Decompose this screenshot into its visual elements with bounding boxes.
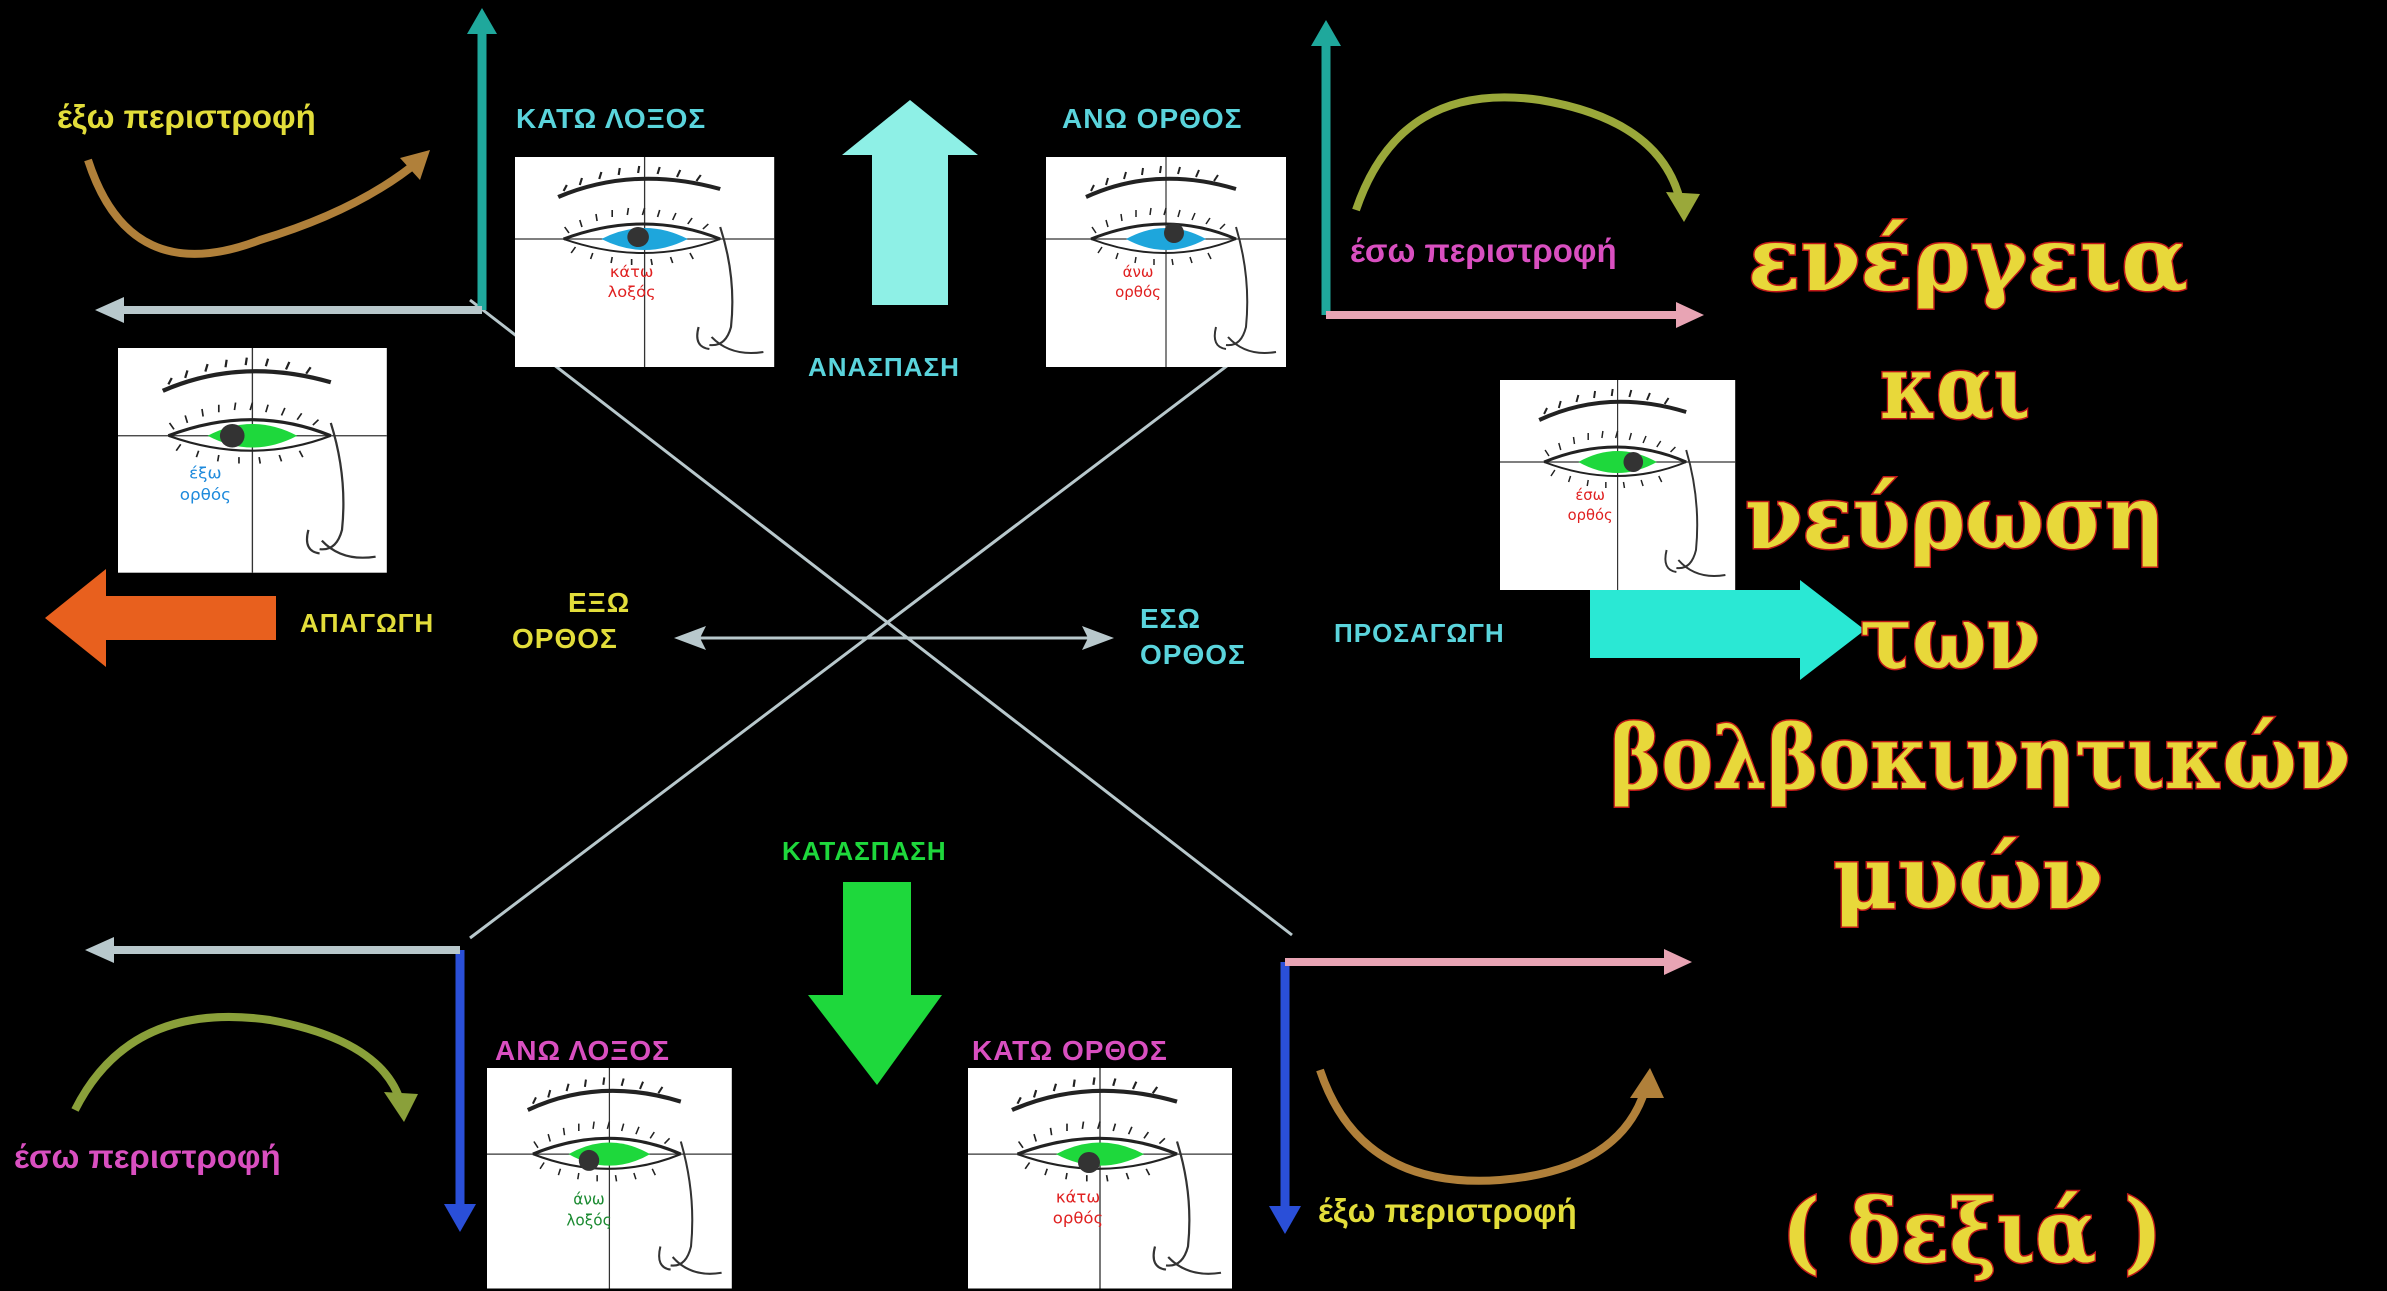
eye-card-inferior-oblique: κάτω λοξός bbox=[515, 157, 774, 367]
eye-card-superior-rectus: άνω ορθός bbox=[1044, 155, 1288, 369]
muscle-label-inferior-rectus: ΚΑΤΩ ΟΡΘΟΣ bbox=[972, 1035, 1168, 1066]
eye-card-label-line2: ορθός bbox=[180, 485, 231, 504]
title-line-6: μυών bbox=[1833, 825, 2103, 929]
eye-card-label-line1: άνω bbox=[1123, 263, 1154, 281]
muscle-label-lateral-rectus-line1: ΕΞΩ bbox=[568, 587, 630, 618]
axis-corner-top-left bbox=[95, 8, 497, 323]
rotation-label-top-right: έσω περιστροφή bbox=[1350, 232, 1617, 269]
muscle-label-medial-rectus-line1: ΕΣΩ bbox=[1140, 603, 1201, 634]
abduction-arrow bbox=[45, 569, 276, 667]
title-line-5: βολβοκινητικών bbox=[1610, 705, 2350, 809]
eye-card-label-line1: έσω bbox=[1575, 486, 1605, 504]
motion-label-elevation: ΑΝΑΣΠΑΣΗ bbox=[808, 352, 960, 382]
eye-card-label-line1: κάτω bbox=[1056, 1188, 1100, 1207]
diagonal-line-ascending bbox=[469, 320, 1286, 940]
axis-corner-bottom-right bbox=[1269, 949, 1692, 1234]
adduction-arrow bbox=[1590, 580, 1865, 680]
muscle-label-superior-rectus: ΑΝΩ ΟΡΘΟΣ bbox=[1062, 103, 1243, 134]
eye-card-label-line1: έξω bbox=[189, 464, 221, 483]
rotation-label-bottom-right: έξω περιστροφή bbox=[1318, 1192, 1577, 1229]
pupil-icon bbox=[1164, 223, 1184, 243]
rotation-label-bottom-left: έσω περιστροφή bbox=[14, 1138, 281, 1175]
rotation-arrow-bottom-left bbox=[71, 1013, 418, 1122]
axis-corner-top-right bbox=[1311, 20, 1704, 328]
muscle-label-superior-oblique: ΑΝΩ ΛΟΞΟΣ bbox=[495, 1035, 670, 1066]
muscle-label-lateral-rectus-line2: ΟΡΘΟΣ bbox=[512, 623, 618, 654]
rotation-arrow-top-left bbox=[84, 150, 430, 258]
eye-card-inferior-rectus: κάτω ορθός bbox=[968, 1068, 1232, 1289]
eye-card-label-line2: λοξός bbox=[608, 284, 656, 301]
motion-label-abduction: ΑΠΑΓΩΓΗ bbox=[300, 608, 434, 638]
muscle-label-inferior-oblique: ΚΑΤΩ ΛΟΞΟΣ bbox=[516, 103, 706, 134]
eye-card-label-line1: άνω bbox=[573, 1190, 604, 1208]
motion-label-adduction: ΠΡΟΣΑΓΩΓΗ bbox=[1334, 618, 1505, 648]
title-line-2: και bbox=[1880, 335, 2030, 439]
rotation-label-top-left: έξω περιστροφή bbox=[57, 98, 316, 135]
pupil-icon bbox=[1078, 1152, 1100, 1173]
eye-card-label-line2: ορθός bbox=[1115, 283, 1161, 301]
eye-card-label-line2: λοξός bbox=[566, 1211, 611, 1229]
axis-corner-bottom-left bbox=[85, 937, 476, 1232]
eye-card-label-line1: κάτω bbox=[610, 264, 654, 281]
muscle-label-medial-rectus-line2: ΟΡΘΟΣ bbox=[1140, 639, 1246, 670]
diagonal-line-descending bbox=[469, 298, 1293, 937]
pupil-icon bbox=[627, 227, 649, 247]
motion-label-depression: ΚΑΤΑΣΠΑΣΗ bbox=[782, 836, 947, 866]
title-line-4: των bbox=[1860, 585, 2040, 689]
title-line-1: ενέργεια bbox=[1748, 207, 2188, 311]
pupil-icon bbox=[578, 1149, 600, 1171]
title-line-3: νεύρωση bbox=[1745, 465, 2165, 569]
pupil-icon bbox=[219, 423, 245, 448]
rotation-arrow-top-right bbox=[1352, 93, 1700, 222]
eye-card-lateral-rectus: έξω ορθός bbox=[118, 348, 387, 573]
horizontal-double-arrow bbox=[674, 626, 1114, 650]
eye-card-label-line2: ορθός bbox=[1568, 506, 1613, 524]
rotation-arrow-bottom-right bbox=[1316, 1068, 1664, 1185]
elevation-arrow bbox=[842, 100, 978, 305]
eye-card-superior-oblique: άνω λοξός bbox=[487, 1068, 732, 1289]
eye-card-medial-rectus: έσω ορθός bbox=[1498, 378, 1738, 592]
pupil-icon bbox=[1623, 452, 1644, 472]
depression-arrow bbox=[808, 882, 942, 1085]
eye-card-label-line2: ορθός bbox=[1053, 1209, 1103, 1228]
side-note: ( δεξιά ) bbox=[1782, 1179, 2162, 1283]
